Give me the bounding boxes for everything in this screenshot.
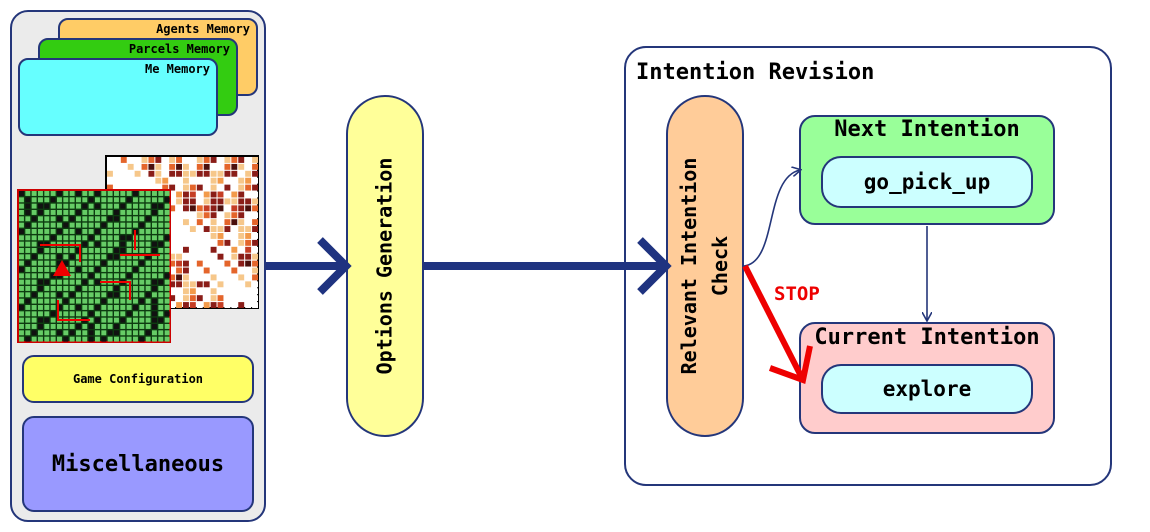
intention-revision-title: Intention Revision <box>636 60 875 85</box>
stop-label: STOP <box>774 283 820 305</box>
current-intention-value: explore <box>821 364 1033 414</box>
relevant-intention-check-pill: Relevant Intention Check <box>666 95 744 437</box>
me-memory-card: Me Memory <box>18 58 218 136</box>
next-intention-value-text: go_pick_up <box>863 170 991 194</box>
game-configuration-label: Game Configuration <box>72 372 204 386</box>
maze-map-image <box>17 189 171 343</box>
next-intention-title: Next Intention <box>834 117 1020 142</box>
current-intention-value-text: explore <box>882 377 972 401</box>
arrow-to-options-head <box>317 237 352 295</box>
options-generation-pill: Options Generation <box>346 95 424 437</box>
agents-memory-label: Agents Memory <box>156 22 250 36</box>
current-intention-title: Current Intention <box>814 325 1040 350</box>
stop-arrow <box>742 264 806 382</box>
arrow-to-next-intention <box>743 170 800 267</box>
next-intention-value: go_pick_up <box>821 156 1033 208</box>
stop-arrow-head <box>768 345 813 385</box>
miscellaneous-label: Miscellaneous <box>51 451 225 477</box>
me-memory-label: Me Memory <box>144 62 210 76</box>
parcels-memory-label: Parcels Memory <box>128 42 230 56</box>
miscellaneous-box: Miscellaneous <box>22 416 254 512</box>
game-configuration-box: Game Configuration <box>22 355 254 403</box>
arrow-to-relevant-check-head <box>637 237 672 295</box>
agent-marker-icon <box>53 260 71 276</box>
